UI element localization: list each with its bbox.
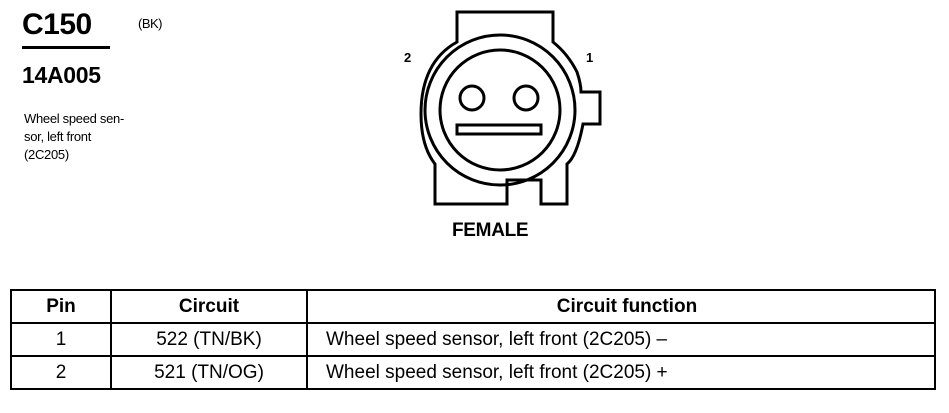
pin-label-2: 2 [404, 50, 412, 65]
pin-1-socket [512, 84, 540, 112]
cell-pin: 2 [10, 355, 112, 390]
header-pin: Pin [10, 289, 112, 324]
description-line: sor, left front [24, 129, 92, 144]
part-number: 14A005 [22, 62, 101, 88]
pin-label-1: 1 [586, 50, 594, 65]
connector-description: Wheel speed sen- sor, left front (2C205) [24, 110, 174, 164]
connector-color-code: (BK) [138, 16, 163, 31]
connector-key-bar [455, 123, 543, 136]
connector-id: C150 [22, 8, 92, 41]
pin-table: Pin Circuit Circuit function 1 522 (TN/B… [10, 289, 936, 390]
description-line: (2C205) [24, 147, 69, 162]
header-circuit-function: Circuit function [306, 289, 936, 324]
cell-circuit: 522 (TN/BK) [110, 322, 308, 357]
table-row: 2 521 (TN/OG) Wheel speed sensor, left f… [10, 355, 936, 390]
cell-circuit: 521 (TN/OG) [110, 355, 308, 390]
cell-pin: 1 [10, 322, 112, 357]
header-circuit: Circuit [110, 289, 308, 324]
cell-circuit-function: Wheel speed sensor, left front (2C205) – [306, 322, 936, 357]
connector-inner-ring [438, 48, 562, 172]
pin-2-socket [458, 84, 486, 112]
connector-housing-outline [419, 10, 602, 206]
table-row: 1 522 (TN/BK) Wheel speed sensor, left f… [10, 322, 936, 357]
table-header-row: Pin Circuit Circuit function [10, 289, 936, 324]
connector-outer-ring [423, 33, 577, 187]
connector-gender-label: FEMALE [452, 220, 529, 241]
description-line: Wheel speed sen- [24, 111, 124, 126]
cell-circuit-function: Wheel speed sensor, left front (2C205) + [306, 355, 936, 390]
connector-face-drawing [419, 10, 602, 206]
connector-id-underline [22, 46, 110, 49]
